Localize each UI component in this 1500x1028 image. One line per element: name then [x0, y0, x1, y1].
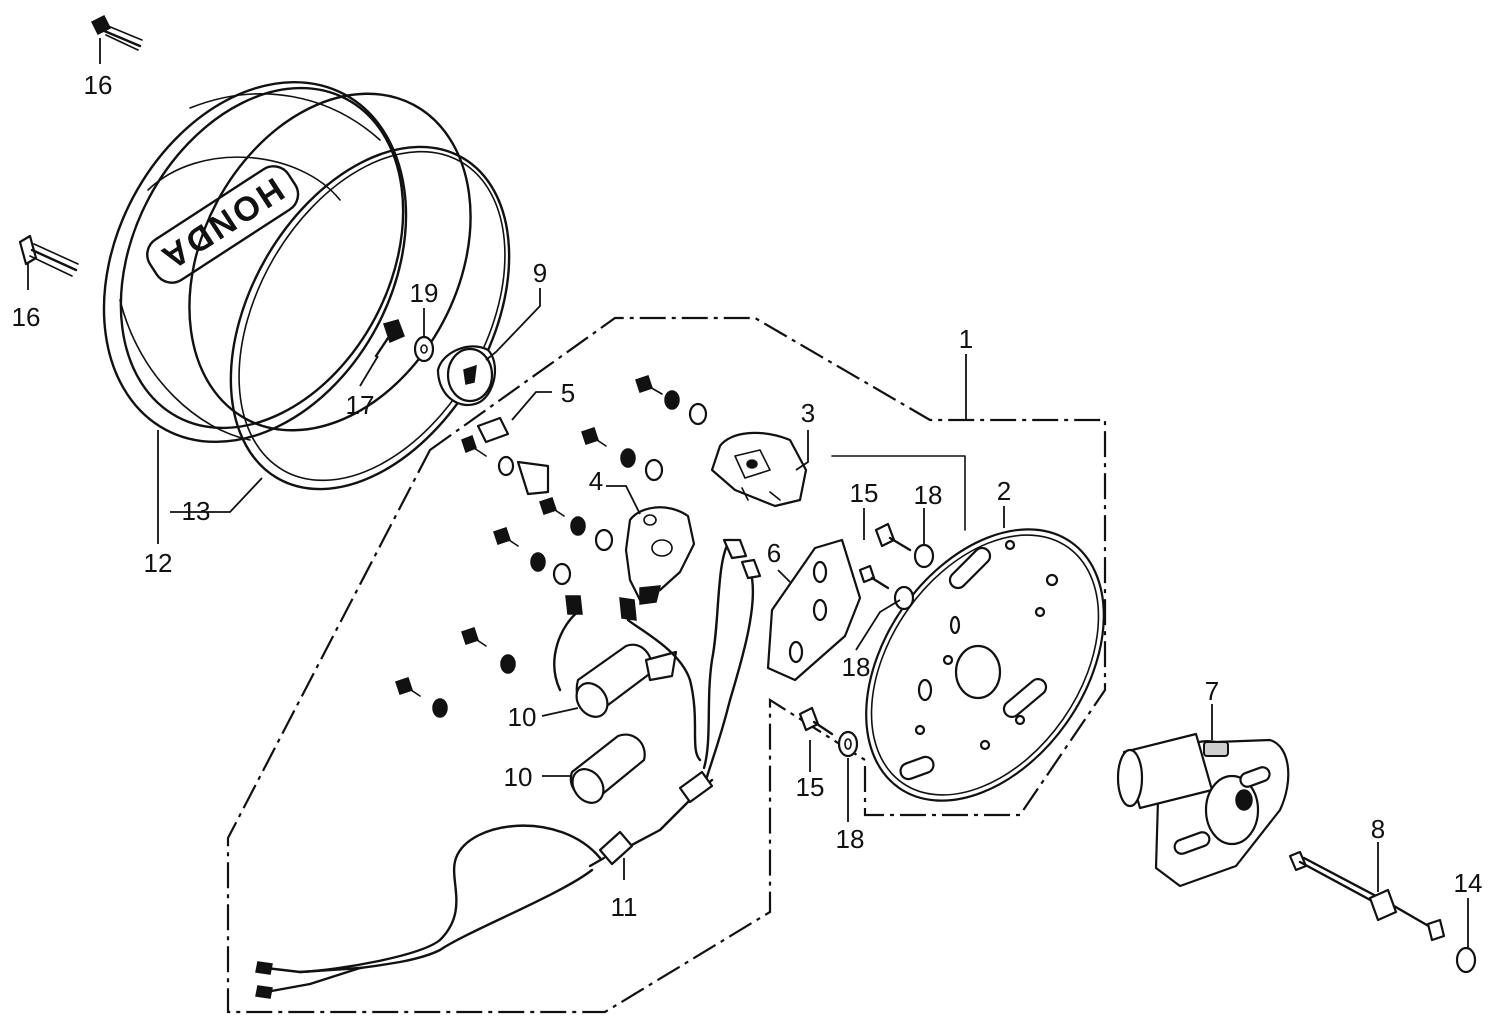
label-18-lower: 18 [836, 824, 865, 854]
label-18-mid: 18 [842, 652, 871, 682]
label-14: 14 [1454, 868, 1483, 898]
screw-15-lower [798, 706, 859, 758]
leader-lines [27, 38, 1469, 948]
label-9: 9 [533, 258, 547, 288]
screw-set-top [635, 375, 708, 426]
label-2: 2 [997, 476, 1011, 506]
label-6: 6 [767, 538, 781, 568]
label-4: 4 [589, 466, 603, 496]
screw-set-condenser [395, 627, 516, 718]
label-15-lower: 15 [796, 772, 825, 802]
part-labels: 16 16 19 9 17 5 3 1 4 15 18 2 13 12 6 18… [12, 70, 1483, 922]
pin-14 [1455, 946, 1477, 974]
contact-breaker-3 [710, 431, 808, 508]
label-11: 11 [611, 892, 638, 922]
label-3: 3 [801, 398, 815, 428]
label-16-top: 16 [84, 70, 113, 100]
washer-19 [413, 335, 435, 363]
cover-logo-text: HONDA [153, 170, 291, 278]
condenser-10-upper [575, 643, 678, 718]
plug-9 [436, 345, 496, 407]
screw-15-upper [858, 522, 935, 611]
spark-advancer-7 [1116, 732, 1290, 888]
contact-breaker-4 [624, 506, 696, 605]
label-10-lower: 10 [504, 762, 533, 792]
screw-16-left [18, 234, 79, 277]
label-10-upper: 10 [508, 702, 537, 732]
label-17: 17 [346, 390, 375, 420]
screw-17 [374, 319, 405, 358]
screw-set-5 [461, 416, 550, 496]
screw-16-top [90, 14, 143, 51]
label-5: 5 [561, 378, 575, 408]
label-8: 8 [1371, 814, 1385, 844]
cover-logo-badge: HONDA [146, 165, 300, 284]
wiring-harness-11 [255, 538, 762, 999]
bracket-15-18 [831, 455, 966, 531]
assembly-boundary-1 [226, 316, 1107, 1014]
advancer-bolt-8 [1288, 850, 1446, 942]
label-15-upper: 15 [850, 478, 879, 508]
label-19: 19 [410, 278, 439, 308]
label-13: 13 [182, 496, 211, 526]
label-12: 12 [144, 548, 173, 578]
label-1: 1 [959, 324, 973, 354]
point-cover: HONDA [102, 80, 472, 444]
condenser-10-lower [569, 733, 646, 804]
screw-set-mid [581, 427, 664, 482]
label-7: 7 [1205, 676, 1219, 706]
sub-plate-6 [766, 538, 862, 682]
screw-set-lower [493, 497, 614, 586]
label-16-left: 16 [12, 302, 41, 332]
label-18-upper: 18 [914, 480, 943, 510]
